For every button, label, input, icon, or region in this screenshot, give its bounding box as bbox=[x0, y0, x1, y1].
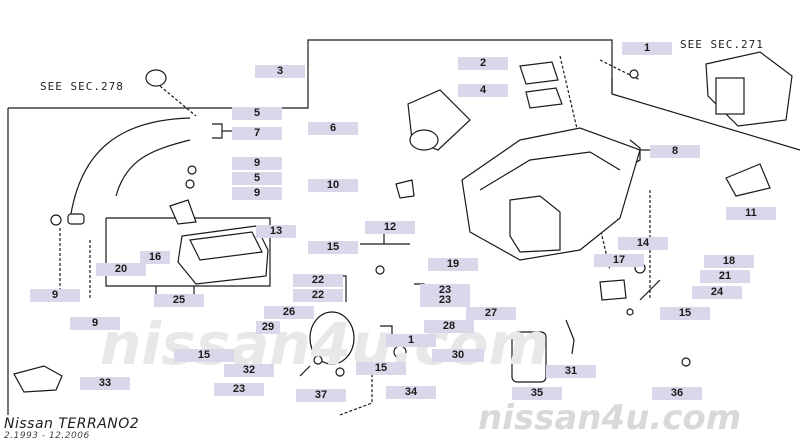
plate-17 bbox=[599, 279, 627, 301]
callout-1[interactable]: 1 bbox=[622, 42, 672, 55]
callout-11[interactable]: 11 bbox=[726, 207, 776, 220]
grommet bbox=[145, 69, 167, 87]
model-name: Nissan TERRANO2 bbox=[4, 416, 140, 432]
callout-36[interactable]: 36 bbox=[652, 387, 702, 400]
callout-34[interactable]: 34 bbox=[386, 386, 436, 399]
callout-26[interactable]: 26 bbox=[264, 306, 314, 319]
callout-15[interactable]: 15 bbox=[308, 241, 358, 254]
callout-9[interactable]: 9 bbox=[70, 317, 120, 330]
callout-30[interactable]: 30 bbox=[432, 349, 484, 362]
callout-31[interactable]: 31 bbox=[546, 365, 596, 378]
callout-21[interactable]: 21 bbox=[700, 270, 750, 283]
assembly-outline bbox=[7, 39, 800, 416]
callout-16[interactable]: 16 bbox=[140, 251, 170, 264]
watermark-center: nissan4u.com bbox=[100, 310, 549, 378]
callout-8[interactable]: 8 bbox=[650, 145, 700, 158]
callout-13[interactable]: 13 bbox=[256, 225, 296, 238]
callout-33[interactable]: 33 bbox=[80, 377, 130, 390]
callout-23[interactable]: 23 bbox=[214, 383, 264, 396]
callout-20[interactable]: 20 bbox=[96, 263, 146, 276]
callout-14[interactable]: 14 bbox=[618, 237, 668, 250]
callout-29[interactable]: 29 bbox=[256, 321, 280, 334]
callout-3[interactable]: 3 bbox=[255, 65, 305, 78]
callout-5[interactable]: 5 bbox=[232, 107, 282, 120]
cover-35 bbox=[511, 331, 547, 383]
callout-17[interactable]: 17 bbox=[594, 254, 644, 267]
callout-25[interactable]: 25 bbox=[154, 294, 204, 307]
callout-1[interactable]: 1 bbox=[386, 334, 436, 347]
production-dates: 2.1993 - 12.2006 bbox=[4, 431, 90, 441]
duct-33 bbox=[13, 365, 63, 393]
callout-22[interactable]: 22 bbox=[293, 289, 343, 302]
actuator-30 bbox=[309, 311, 355, 365]
callout-10[interactable]: 10 bbox=[308, 179, 358, 192]
callout-18[interactable]: 18 bbox=[704, 255, 754, 268]
callout-6[interactable]: 6 bbox=[308, 122, 358, 135]
watermark-bottom: nissan4u.com bbox=[478, 398, 742, 438]
callout-9[interactable]: 9 bbox=[30, 289, 80, 302]
callout-23[interactable]: 23 bbox=[420, 294, 470, 307]
callout-28[interactable]: 28 bbox=[424, 320, 474, 333]
callout-15[interactable]: 15 bbox=[660, 307, 710, 320]
see-sec-278-ref: SEE SEC.278 bbox=[40, 80, 124, 93]
hose-13 bbox=[169, 199, 197, 225]
component-sketches bbox=[13, 51, 793, 393]
callout-22[interactable]: 22 bbox=[293, 274, 343, 287]
callout-9[interactable]: 9 bbox=[232, 187, 282, 200]
grille-part bbox=[519, 61, 559, 85]
callout-37[interactable]: 37 bbox=[296, 389, 346, 402]
filter-part bbox=[725, 163, 771, 197]
callout-24[interactable]: 24 bbox=[692, 286, 742, 299]
callout-4[interactable]: 4 bbox=[458, 84, 508, 97]
callout-9[interactable]: 9 bbox=[232, 157, 282, 170]
pipe-left bbox=[69, 117, 191, 221]
callout-35[interactable]: 35 bbox=[512, 387, 562, 400]
pipe-right bbox=[115, 139, 191, 197]
callout-23[interactable]: 23 bbox=[420, 284, 470, 297]
clip-10 bbox=[395, 179, 415, 199]
callout-32[interactable]: 32 bbox=[224, 364, 274, 377]
see-sec-271-ref: SEE SEC.271 bbox=[680, 38, 764, 51]
callout-7[interactable]: 7 bbox=[232, 127, 282, 140]
callout-15[interactable]: 15 bbox=[174, 349, 234, 362]
callout-5[interactable]: 5 bbox=[232, 172, 282, 185]
callout-2[interactable]: 2 bbox=[458, 57, 508, 70]
grille-part bbox=[525, 87, 563, 109]
callout-27[interactable]: 27 bbox=[466, 307, 516, 320]
callout-12[interactable]: 12 bbox=[365, 221, 415, 234]
callout-15[interactable]: 15 bbox=[356, 362, 406, 375]
callout-19[interactable]: 19 bbox=[428, 258, 478, 271]
